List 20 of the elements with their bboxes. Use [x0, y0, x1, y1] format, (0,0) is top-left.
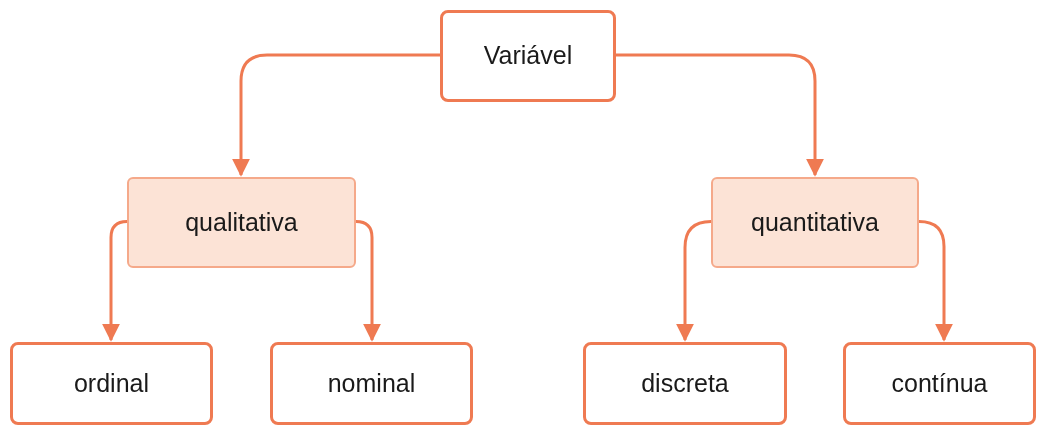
term-box [440, 10, 616, 102]
term-box [843, 342, 1036, 425]
node-label: discreta [641, 367, 729, 399]
node-label: contínua [891, 367, 988, 399]
term-box [270, 342, 473, 425]
arrow [102, 220, 129, 342]
arrow [676, 220, 713, 342]
node-label: ordinal [73, 367, 150, 399]
arrow [232, 53, 440, 177]
node-label: nominal [327, 367, 416, 399]
node-label: quantitativa [751, 206, 879, 238]
term-box [583, 342, 787, 425]
arrow [917, 220, 953, 342]
node-label: Variável [483, 40, 573, 72]
category-box [711, 177, 919, 268]
term-box [10, 342, 213, 425]
arrow [354, 220, 381, 342]
arrow [616, 53, 824, 177]
node-label: qualitativa [185, 206, 298, 238]
category-box [127, 177, 356, 268]
